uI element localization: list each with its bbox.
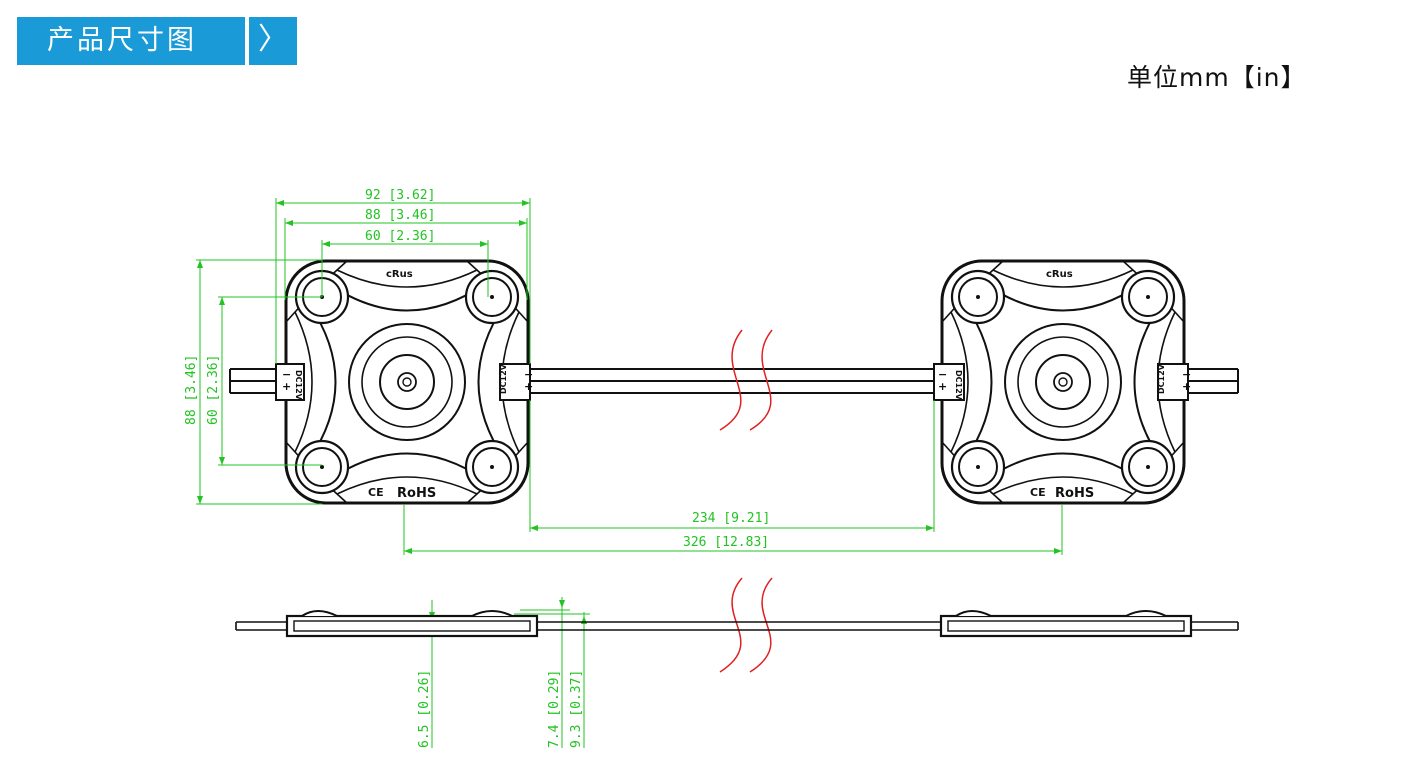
page-title: 产品尺寸图 (47, 25, 197, 56)
ce-mark-right: CE (1030, 486, 1046, 499)
module-markings: CE RoHS CE RoHS cRus cRus + − − + − + − … (282, 269, 1191, 501)
chevron-right-icon: 〉 (258, 22, 288, 57)
dim-6-5: 6.5 [0.26] (417, 670, 432, 748)
voltage-label-1: DC12V (294, 370, 303, 401)
minus-mark-2: − (524, 368, 533, 381)
minus-mark: − (282, 368, 291, 381)
side-profile-left (285, 609, 539, 638)
led-module-right (942, 261, 1184, 503)
dim-88: 88 [3.46] (365, 208, 435, 223)
dim-88-vertical: 88 [3.46] (184, 355, 199, 425)
ce-mark: CE (368, 486, 384, 499)
ul-mark-right: cRus (1046, 269, 1073, 280)
dimension-lines (196, 198, 1063, 748)
minus-mark-3: − (938, 368, 947, 381)
break-marks (719, 329, 773, 673)
voltage-label-3: DC12V (954, 370, 963, 401)
plus-mark: + (282, 380, 291, 393)
dim-60-vertical: 60 [2.36] (206, 355, 221, 425)
dim-234: 234 [9.21] (692, 511, 770, 526)
plus-mark-2: + (524, 380, 533, 393)
rohs-mark-right: RoHS (1055, 486, 1094, 501)
voltage-label-2: DC12V (499, 363, 508, 394)
dim-92: 92 [3.62] (365, 188, 435, 203)
minus-mark-4: − (1182, 368, 1191, 381)
side-profile-right (939, 609, 1193, 638)
page-title-tab: 产品尺寸图 (17, 17, 245, 65)
dim-60: 60 [2.36] (365, 229, 435, 244)
next-button[interactable]: 〉 (249, 17, 297, 65)
connector-blocks (275, 363, 1189, 401)
ul-mark-left: cRus (386, 269, 413, 280)
dim-9-3: 9.3 [0.37] (569, 670, 584, 748)
led-module-left (286, 261, 528, 503)
dim-7-4: 7.4 [0.29] (547, 670, 562, 748)
unit-label: 单位mm【in】 (1127, 63, 1307, 92)
voltage-label-4: DC12V (1157, 363, 1166, 394)
plus-mark-4: + (1182, 380, 1191, 393)
rohs-mark-left: RoHS (397, 486, 436, 501)
dim-326: 326 [12.83] (683, 535, 769, 550)
plus-mark-3: + (938, 380, 947, 393)
